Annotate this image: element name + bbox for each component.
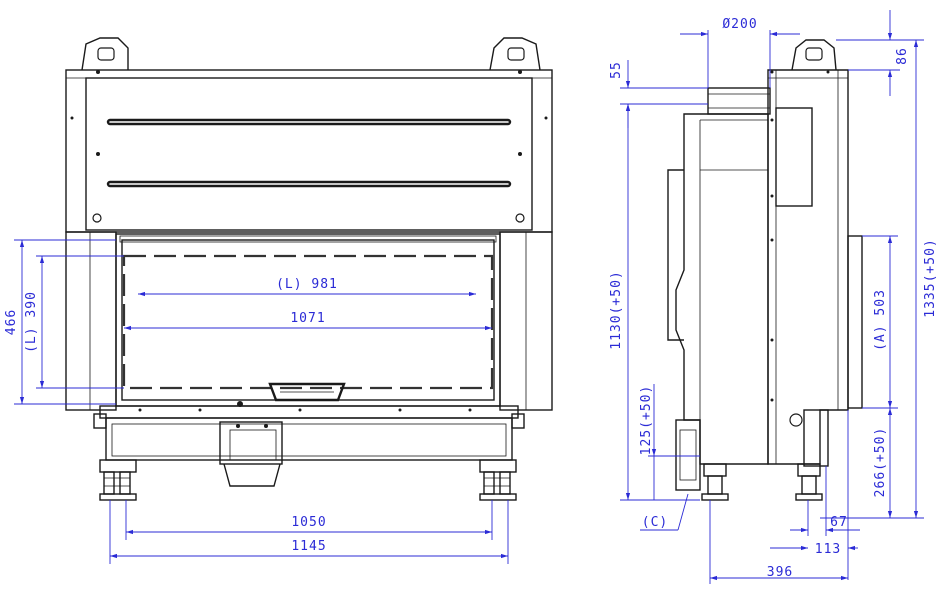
lug-hole — [97, 47, 115, 61]
base-frame — [105, 417, 513, 461]
dim-depth-396: 396 — [767, 565, 793, 580]
dim-offset-67: 67 — [830, 515, 848, 530]
dim-flue-height: 1130(+50) — [609, 270, 624, 349]
side-body-front — [767, 69, 849, 465]
side-foot-left — [701, 463, 729, 501]
dim-flue-diameter: Ø200 — [722, 17, 757, 32]
dim-front-width-inner: 1071 — [290, 311, 325, 326]
foot-right — [479, 459, 517, 501]
side-dimensions — [620, 10, 924, 584]
lifting-lug-left — [81, 37, 129, 71]
dim-foot-spacing: 1050 — [291, 515, 326, 530]
top-panel-outer — [65, 69, 553, 233]
door-handle[interactable] — [268, 382, 346, 402]
inlet-stub — [675, 419, 701, 491]
dim-front-depth-inner: (L) 981 — [276, 277, 338, 292]
dim-total-width: 1145 — [291, 539, 326, 554]
front-view: (L) 981 1071 1050 1145 466 (L) 390 — [4, 37, 553, 564]
dim-air-inlet-height: (A) 503 — [873, 289, 888, 351]
flue-collar — [707, 87, 771, 115]
dim-base-height: 266(+50) — [873, 427, 888, 498]
dim-top-offset: 86 — [895, 47, 910, 65]
dim-glass-height-l: (L) 390 — [24, 291, 39, 353]
dim-flue-offset: 55 — [609, 61, 624, 79]
side-body-rear — [675, 113, 769, 465]
side-lifting-lug — [791, 39, 837, 71]
lifting-lug-right — [489, 37, 541, 71]
top-panel-inner — [85, 77, 533, 231]
side-view: Ø200 55 86 1130(+50) 1335(+50) (A) 503 2… — [609, 10, 938, 584]
side-panel — [775, 107, 813, 207]
dim-offset-113: 113 — [815, 542, 841, 557]
callout-c: (C) — [642, 515, 668, 530]
front-dimensions — [14, 239, 509, 564]
air-inlet-box — [219, 421, 283, 465]
side-connector — [789, 413, 803, 427]
vent-slot — [106, 118, 512, 126]
dim-inlet-height: 125(+50) — [639, 385, 654, 456]
lug-hole — [507, 47, 525, 61]
side-foot-right — [795, 463, 823, 501]
viewing-area — [122, 254, 494, 390]
foot-left — [99, 459, 137, 501]
side-column-left — [65, 231, 117, 411]
dim-glass-height: 466 — [4, 309, 19, 335]
air-duct — [847, 235, 863, 409]
bottom-rail — [99, 405, 519, 419]
vent-slot — [106, 180, 512, 188]
dim-total-height: 1335(+50) — [923, 238, 938, 317]
